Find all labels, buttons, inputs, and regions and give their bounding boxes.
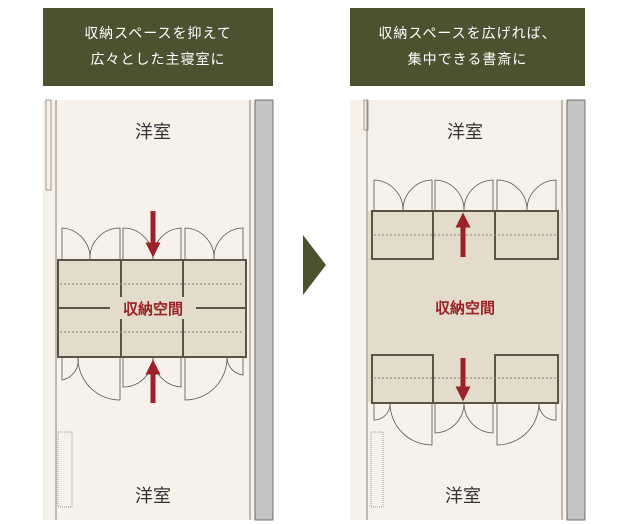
exterior-wall bbox=[254, 99, 274, 521]
left-caption-line-1: 収納スペースを抑えて bbox=[84, 26, 232, 42]
right-storage-label: 収納空間 bbox=[435, 299, 495, 317]
left-storage-label: 収納空間 bbox=[123, 300, 183, 318]
left-caption-line-2: 広々とした主寝室に bbox=[90, 52, 226, 68]
door-swings bbox=[373, 179, 557, 446]
next-arrow-icon bbox=[303, 235, 326, 295]
left-floor-plan: 洋室 洋室 収納空間 bbox=[43, 99, 274, 521]
left-room-top: 洋室 bbox=[135, 122, 171, 143]
right-floor-plan: 洋室 洋室 収納空間 bbox=[350, 99, 586, 521]
right-room-bottom: 洋室 bbox=[445, 486, 481, 507]
right-caption: 収納スペースを広げれば、 集中できる書斎に bbox=[350, 8, 585, 86]
exterior-wall bbox=[566, 99, 586, 521]
left-caption: 収納スペースを抑えて 広々とした主寝室に bbox=[43, 8, 273, 86]
right-caption-line-2: 集中できる書斎に bbox=[407, 52, 528, 68]
right-caption-line-1: 収納スペースを広げれば、 bbox=[378, 26, 557, 42]
left-room-bottom: 洋室 bbox=[135, 486, 171, 507]
right-room-top: 洋室 bbox=[447, 122, 483, 143]
